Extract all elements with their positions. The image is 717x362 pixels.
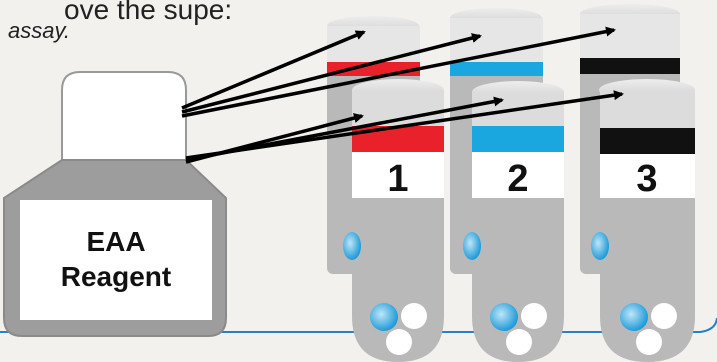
header-partial-text: ove the supe: [64, 0, 233, 25]
eaa-reagent-bottle [3, 71, 227, 337]
tube-number-2: 2 [507, 158, 528, 200]
tube-number-3: 3 [636, 158, 657, 200]
tube-front-2 [463, 81, 564, 362]
arrow-to-back-2 [181, 33, 482, 114]
tube-front-1 [343, 79, 444, 362]
arrow-to-front-3 [185, 90, 624, 160]
arrow-to-back-3 [181, 26, 616, 118]
bottle-label-line1: EAA [86, 226, 145, 257]
tube-front-3 [591, 79, 695, 362]
caption-assay: assay. [8, 18, 70, 43]
bottle-label-line2: Reagent [61, 261, 171, 292]
arrow-to-back-1 [181, 30, 366, 110]
arrows [181, 26, 624, 164]
tube-number-1: 1 [387, 158, 408, 200]
